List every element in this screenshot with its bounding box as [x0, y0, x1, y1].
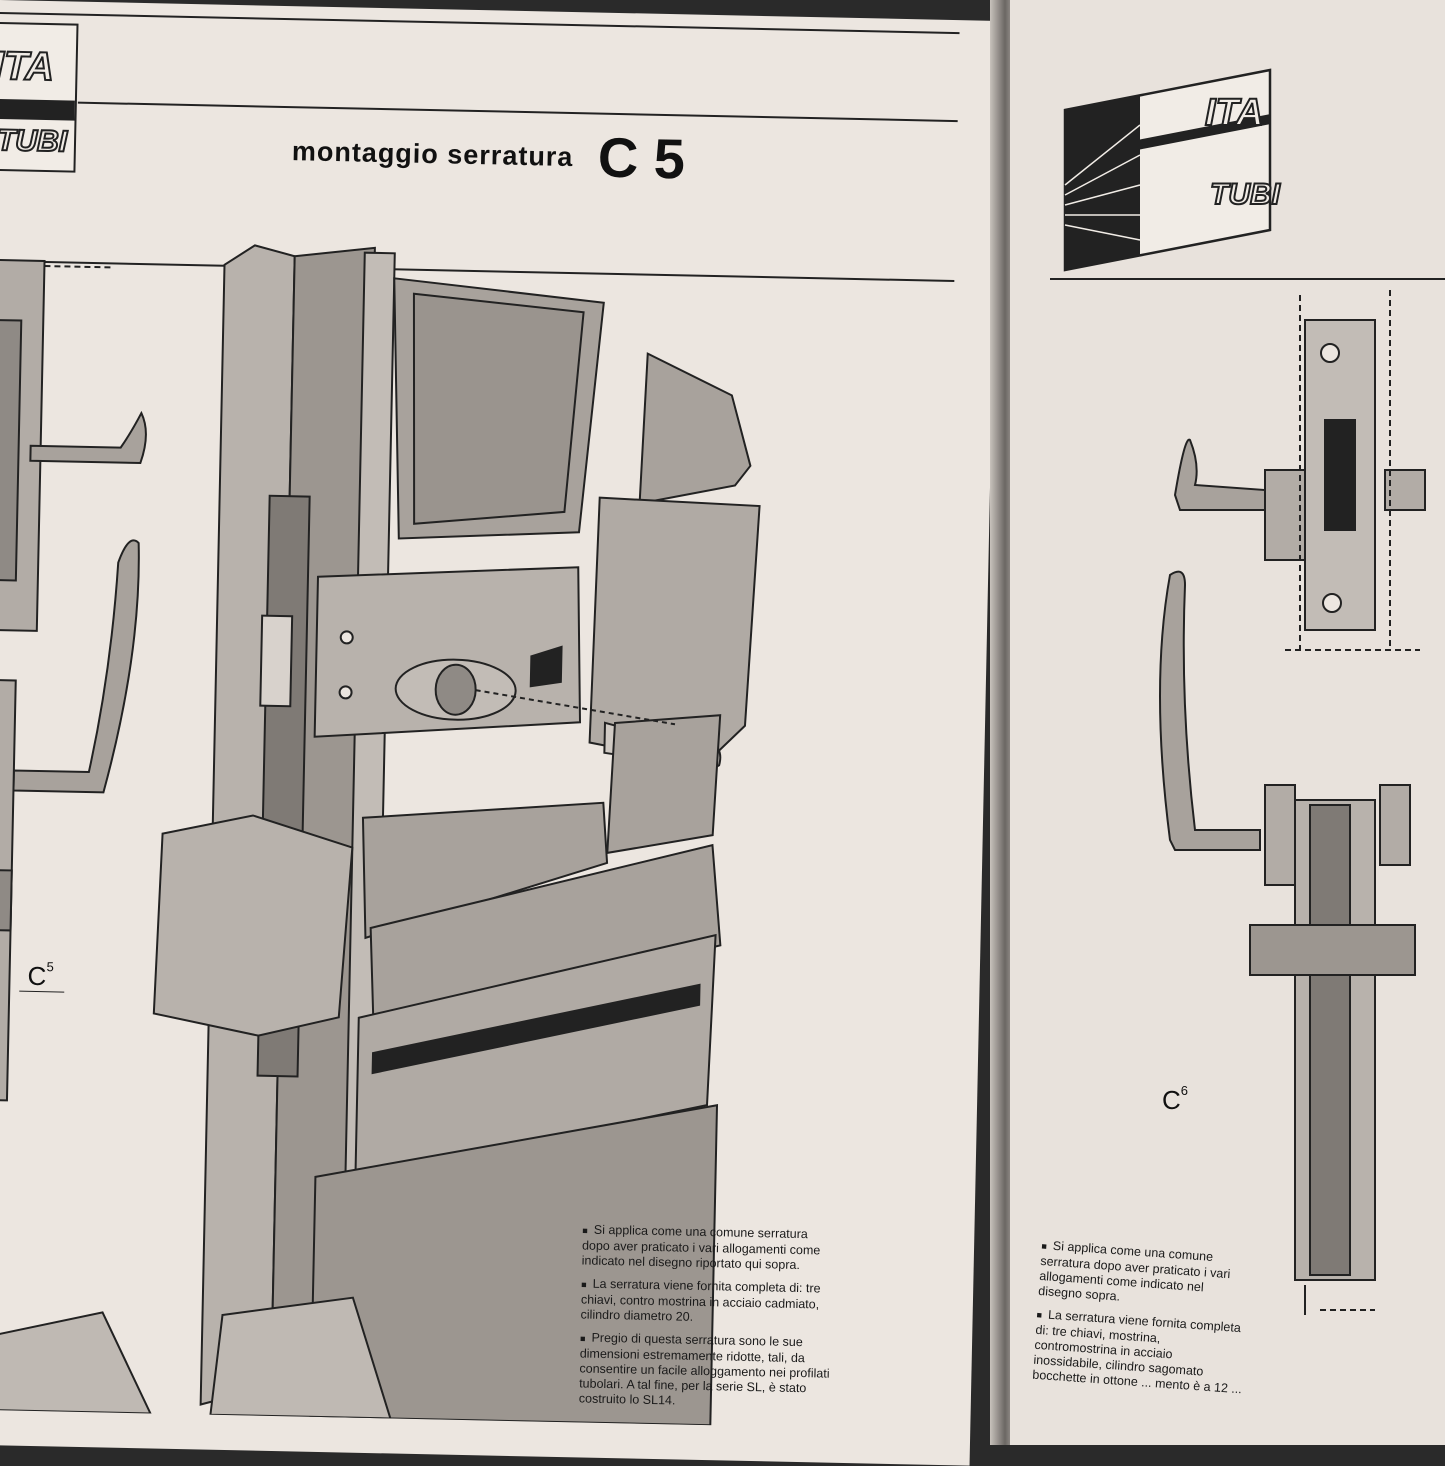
label-number: 5 — [46, 959, 54, 975]
caption-text: ■Si applica come una comune serratura do… — [579, 1222, 838, 1419]
caption-paragraph: ■Pregio di questa serratura sono le sue … — [578, 1330, 830, 1408]
top-rule — [0, 11, 960, 35]
caption-paragraph: ■La serratura viene fornita completa di:… — [580, 1276, 821, 1324]
label-letter: C — [27, 960, 47, 992]
caption-p3: Pregio di questa serratura sono le sue d… — [578, 1330, 830, 1408]
right-caption-paragraph: ■La serratura viene fornita completa di:… — [1031, 1307, 1243, 1397]
right-caption-p2: La serratura viene fornita completa di: … — [1031, 1307, 1243, 1397]
logo-top-text: ITA — [0, 43, 56, 90]
caption-paragraph: ■Si applica come una comune serratura do… — [581, 1222, 821, 1273]
lock-assembly-drawing — [0, 244, 761, 1427]
right-caption-text: ■Si applica come una comune serratura do… — [1031, 1238, 1251, 1405]
right-caption-p1: Si applica come una comune serratura dop… — [1037, 1238, 1231, 1304]
caption-p1: Si applica come una comune serratura dop… — [581, 1222, 821, 1273]
header-rule — [77, 101, 958, 123]
drawing-label-c6: C6 — [1162, 1083, 1188, 1116]
logo-divider — [0, 98, 75, 121]
logo-bottom-text: TUBI — [0, 123, 68, 159]
page-title: montaggio serratura C 5 — [291, 118, 686, 191]
left-page: ITA TUBI montaggio serratura C 5 — [0, 0, 1000, 1466]
caption-p2: La serratura viene fornita completa di: … — [580, 1276, 821, 1324]
right-label-number: 6 — [1180, 1083, 1189, 1098]
title-text: montaggio serratura — [291, 136, 574, 173]
right-logo-bottom-text: TUBI — [1209, 177, 1281, 212]
right-page: ITA TUBI C6 ■Si applica come una com — [1010, 0, 1445, 1445]
drawing-label-c5: C5 — [27, 959, 54, 993]
lock-section-drawing — [1159, 290, 1426, 1315]
right-label-letter: C — [1162, 1085, 1181, 1115]
right-top-rule — [1050, 278, 1445, 280]
right-logo-frame — [1063, 68, 1272, 272]
title-code: C 5 — [597, 125, 686, 191]
ita-tubi-logo: ITA TUBI — [0, 21, 79, 173]
right-logo-top-text: ITA — [1204, 91, 1264, 135]
